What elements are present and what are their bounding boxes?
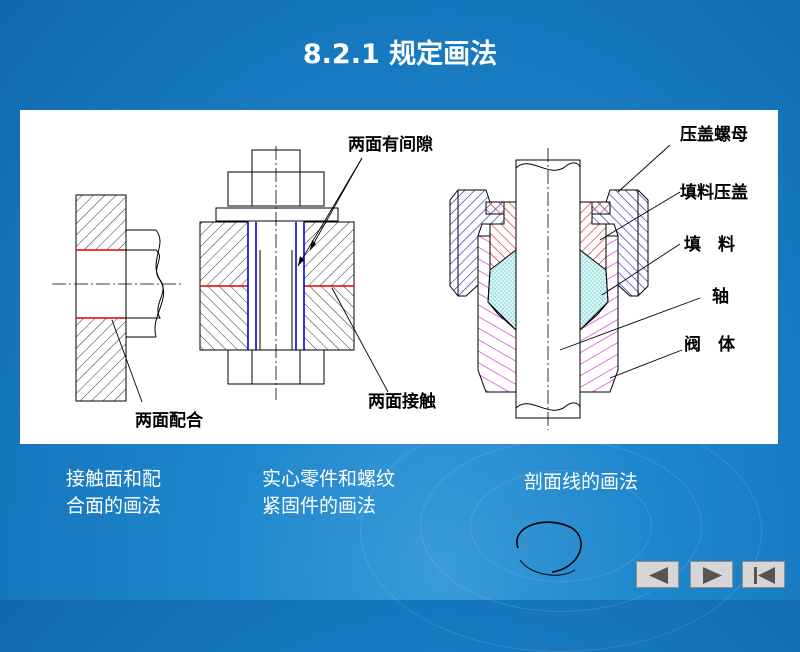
bolt-joint-view [199,146,389,400]
label-contact-two-faces: 两面接触 [368,392,436,412]
first-slide-button[interactable] [742,561,785,588]
label-shaft: 轴 [712,287,729,307]
assembly-drawing [52,144,701,430]
next-slide-button[interactable] [690,561,733,588]
figure-panel: 两面有间隙 两面接触 两面配合 压盖螺母 填料压盖 填 料 轴 阀 体 [20,110,778,444]
ripple-swirl-decoration [516,521,582,576]
caption-line: 实心零件和螺纹 [262,468,396,490]
triangle-right-icon [703,567,722,584]
stuffing-box-view [449,144,701,430]
caption-line: 剖面线的画法 [524,471,639,493]
triangle-left-icon [649,567,668,584]
caption-contact-fit: 接触面和配 合面的画法 [66,466,161,520]
label-valve-body: 阀 体 [684,335,735,355]
caption-line: 合面的画法 [66,495,162,517]
caption-line: 紧固件的画法 [262,495,377,517]
label-gap-two-faces: 两面有间隙 [348,135,433,155]
label-packing: 填 料 [684,235,735,255]
caption-hatching: 剖面线的画法 [524,469,638,496]
skip-to-start-icon [754,567,775,584]
caption-solid-fastener: 实心零件和螺纹 紧固件的画法 [262,466,395,520]
label-fit-two-faces: 两面配合 [135,411,203,431]
fit-joint-view [52,194,182,403]
previous-slide-button[interactable] [636,561,679,588]
label-gland-nut: 压盖螺母 [680,125,748,145]
slide-title: 8.2.1 规定画法 [302,39,498,70]
caption-line: 接触面和配 [66,468,162,490]
label-packing-gland: 填料压盖 [680,183,748,203]
